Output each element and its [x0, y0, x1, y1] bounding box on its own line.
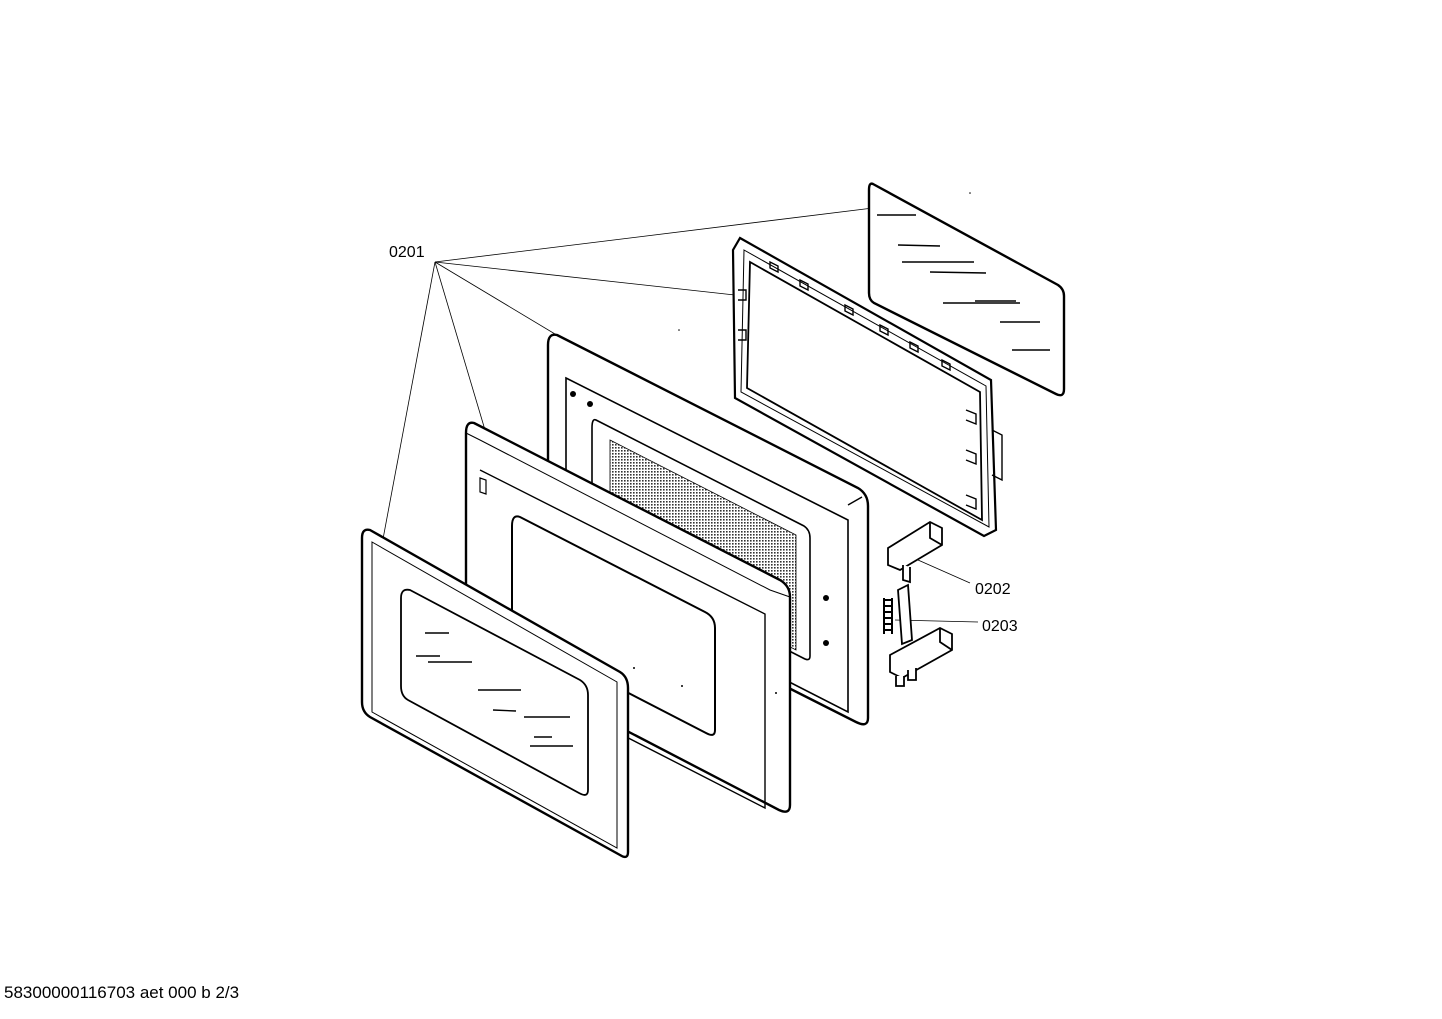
latch-spring [883, 598, 893, 634]
rear-glass-panel [867, 182, 1066, 397]
part-label-0201: 0201 [389, 244, 425, 261]
part-label-0203: 0203 [982, 618, 1018, 635]
front-door-frame [464, 421, 792, 813]
door-latch-hook [887, 520, 943, 584]
part-label-0202: 0202 [975, 581, 1011, 598]
leader-lines-0201 [379, 207, 874, 556]
rear-choke-frame [731, 236, 1003, 538]
document-code: 58300000116703 aet 000 b 2/3 [4, 983, 240, 1002]
front-glass-panel [360, 528, 630, 859]
door-latch-lever [889, 583, 953, 687]
